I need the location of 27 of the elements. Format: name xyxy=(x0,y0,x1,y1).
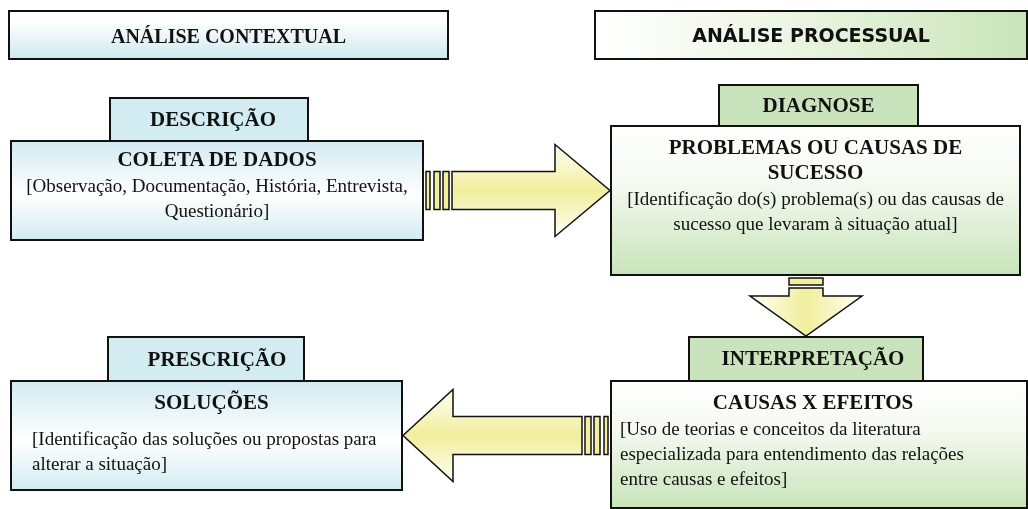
header-banner xyxy=(594,10,1028,60)
tab-title: INTERPRETAÇÃO xyxy=(721,346,905,372)
section-heading: PROBLEMAS OU CAUSAS DE SUCESSO xyxy=(667,135,964,186)
content-panel xyxy=(610,125,1021,276)
section-heading: SOLUÇÕES xyxy=(154,390,269,416)
section-heading: COLETA DE DADOS xyxy=(117,147,317,173)
description-text: [Uso de teorias e conceitos da literatura especializada para entendimento das relações entre causas e efeitos] xyxy=(620,417,965,491)
tab-panel xyxy=(109,97,309,142)
description-text: [Observação, Documentação, História, Entrevista, Questionário] xyxy=(25,174,409,223)
description-text: [Identificação das soluções ou propostas para alterar a situação] xyxy=(32,427,378,476)
block-arrow xyxy=(401,387,609,484)
content-panel xyxy=(10,380,403,491)
block-arrow xyxy=(425,142,612,239)
block-arrow xyxy=(747,277,865,337)
tab-title: DESCRIÇÃO xyxy=(150,107,276,133)
header-banner xyxy=(8,10,449,60)
tab-panel xyxy=(688,336,924,382)
tab-title: PRESCRIÇÃO xyxy=(147,347,287,373)
tab-panel xyxy=(107,336,305,382)
content-panel xyxy=(10,140,424,241)
section-heading: CAUSAS X EFEITOS xyxy=(712,390,914,416)
content-panel xyxy=(610,380,1028,509)
header-title: ANÁLISE PROCESSUAL xyxy=(692,24,930,47)
tab-title: DIAGNOSE xyxy=(762,93,875,119)
header-title: ANÁLISE CONTEXTUAL xyxy=(110,24,347,48)
description-text: [Identificação do(s) problema(s) ou das causas de sucesso que levaram à situação atual] xyxy=(626,187,1005,237)
tab-panel xyxy=(718,84,919,127)
